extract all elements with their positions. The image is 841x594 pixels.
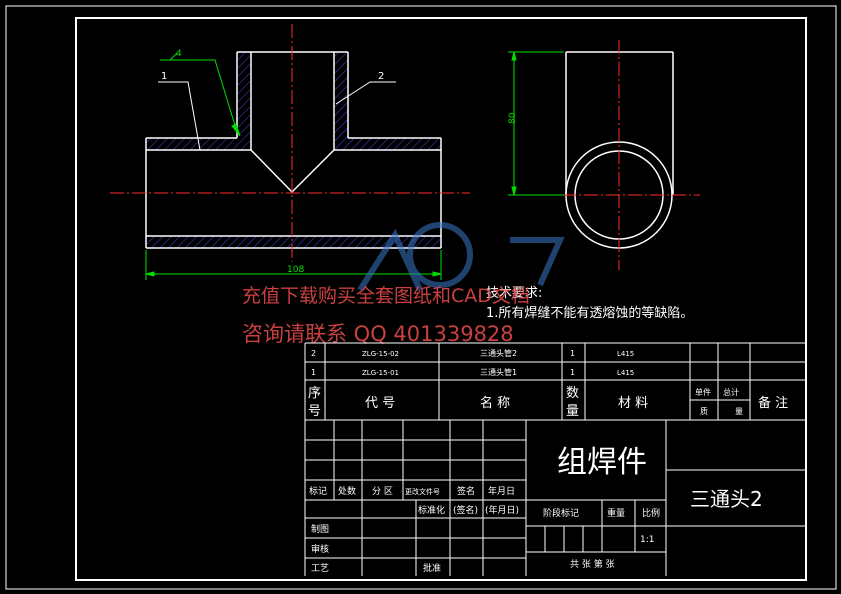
- svg-text:制图: 制图: [311, 523, 329, 535]
- dimension-height: [508, 51, 564, 196]
- svg-text:L415: L415: [617, 369, 634, 377]
- svg-text:量: 量: [735, 407, 743, 416]
- title-block-labels: 标记 处数 分 区 更改文件号 签名 年月日 标准化 (签名) (年月日) 阶段…: [309, 485, 660, 574]
- watermark: [357, 222, 565, 292]
- svg-text:阶段标记: 阶段标记: [543, 507, 579, 519]
- svg-text:1: 1: [570, 368, 575, 377]
- main-pipe-bottom-wall: [146, 236, 441, 248]
- svg-text:1: 1: [570, 349, 575, 358]
- svg-text:名 称: 名 称: [480, 395, 510, 411]
- leader-part-2: [335, 81, 396, 105]
- tech-req-title: 技术要求:: [486, 286, 542, 301]
- watermark-line-2: 咨询请联系 QQ 401339828: [242, 322, 514, 346]
- outer-border: [5, 5, 837, 590]
- branch-left-wall: [237, 52, 251, 138]
- svg-text:三通头管2: 三通头管2: [480, 348, 517, 358]
- svg-text:工艺: 工艺: [311, 563, 329, 574]
- bom-table: [304, 342, 806, 421]
- svg-text:处数: 处数: [338, 485, 356, 497]
- watermark-line-1: 充值下载购买全套图纸和CAD文档: [242, 285, 530, 307]
- drawing-name: 三通头2: [690, 487, 763, 511]
- leader-label-1: 1: [161, 71, 167, 82]
- scale-value: 1:1: [640, 535, 654, 545]
- side-view: 80: [508, 40, 700, 270]
- svg-text:三通头管1: 三通头管1: [480, 367, 517, 377]
- leader-part-1: [158, 81, 201, 151]
- svg-text:批准: 批准: [423, 562, 441, 574]
- watermark-logo-icon: [407, 222, 473, 288]
- svg-text:量: 量: [566, 404, 579, 419]
- svg-text:备 注: 备 注: [758, 395, 788, 411]
- dimension-length: [145, 250, 442, 280]
- svg-text:2: 2: [311, 349, 316, 358]
- svg-text:重量: 重量: [607, 507, 625, 519]
- svg-text:ZLG-15-02: ZLG-15-02: [362, 350, 399, 358]
- title-block-grid: [304, 420, 806, 576]
- svg-text:(签名): (签名): [453, 504, 478, 516]
- svg-text:年月日: 年月日: [488, 485, 515, 497]
- svg-text:分 区: 分 区: [372, 486, 393, 497]
- svg-text:标准化: 标准化: [418, 504, 445, 516]
- svg-text:质: 质: [700, 406, 708, 416]
- svg-text:1: 1: [311, 368, 316, 377]
- weld-size-label: 4: [176, 49, 182, 59]
- svg-text:签名: 签名: [457, 485, 475, 497]
- svg-text:标记: 标记: [309, 485, 327, 497]
- drawing-frame: [75, 17, 807, 581]
- leader-label-2: 2: [378, 71, 384, 82]
- svg-text:序: 序: [308, 386, 321, 401]
- svg-text:代 号: 代 号: [365, 396, 395, 411]
- svg-text:(年月日): (年月日): [485, 504, 519, 516]
- dimension-length-label: 108: [287, 265, 304, 275]
- svg-text:审核: 审核: [311, 543, 329, 555]
- svg-text:ZLG-15-01: ZLG-15-01: [362, 369, 399, 377]
- dimension-height-label: 80: [508, 112, 518, 124]
- svg-text:数: 数: [566, 386, 579, 401]
- svg-text:共 张 第 张: 共 张 第 张: [570, 558, 615, 570]
- svg-text:单件: 单件: [695, 387, 711, 397]
- front-view: 1 2 4 108: [110, 24, 470, 280]
- product-title: 组焊件: [557, 445, 647, 480]
- svg-text:总计: 总计: [723, 387, 739, 397]
- weld-symbol: [160, 51, 241, 137]
- bom-row-2: 2 ZLG-15-02 三通头管2 1 L415: [311, 348, 634, 358]
- svg-text:号: 号: [308, 404, 321, 419]
- svg-text:比例: 比例: [642, 507, 660, 519]
- bom-row-1: 1 ZLG-15-01 三通头管1 1 L415: [311, 367, 634, 377]
- bom-header: 序 号 代 号 名 称 数 量 材 料 单件 总计 质 量 备 注: [308, 386, 788, 419]
- svg-text:更改文件号: 更改文件号: [405, 487, 440, 496]
- svg-text:L415: L415: [617, 350, 634, 358]
- tech-req-item-1: 1.所有焊缝不能有透熔蚀的等缺陷。: [486, 305, 693, 321]
- svg-text:材 料: 材 料: [618, 396, 648, 411]
- branch-right-wall: [334, 52, 348, 138]
